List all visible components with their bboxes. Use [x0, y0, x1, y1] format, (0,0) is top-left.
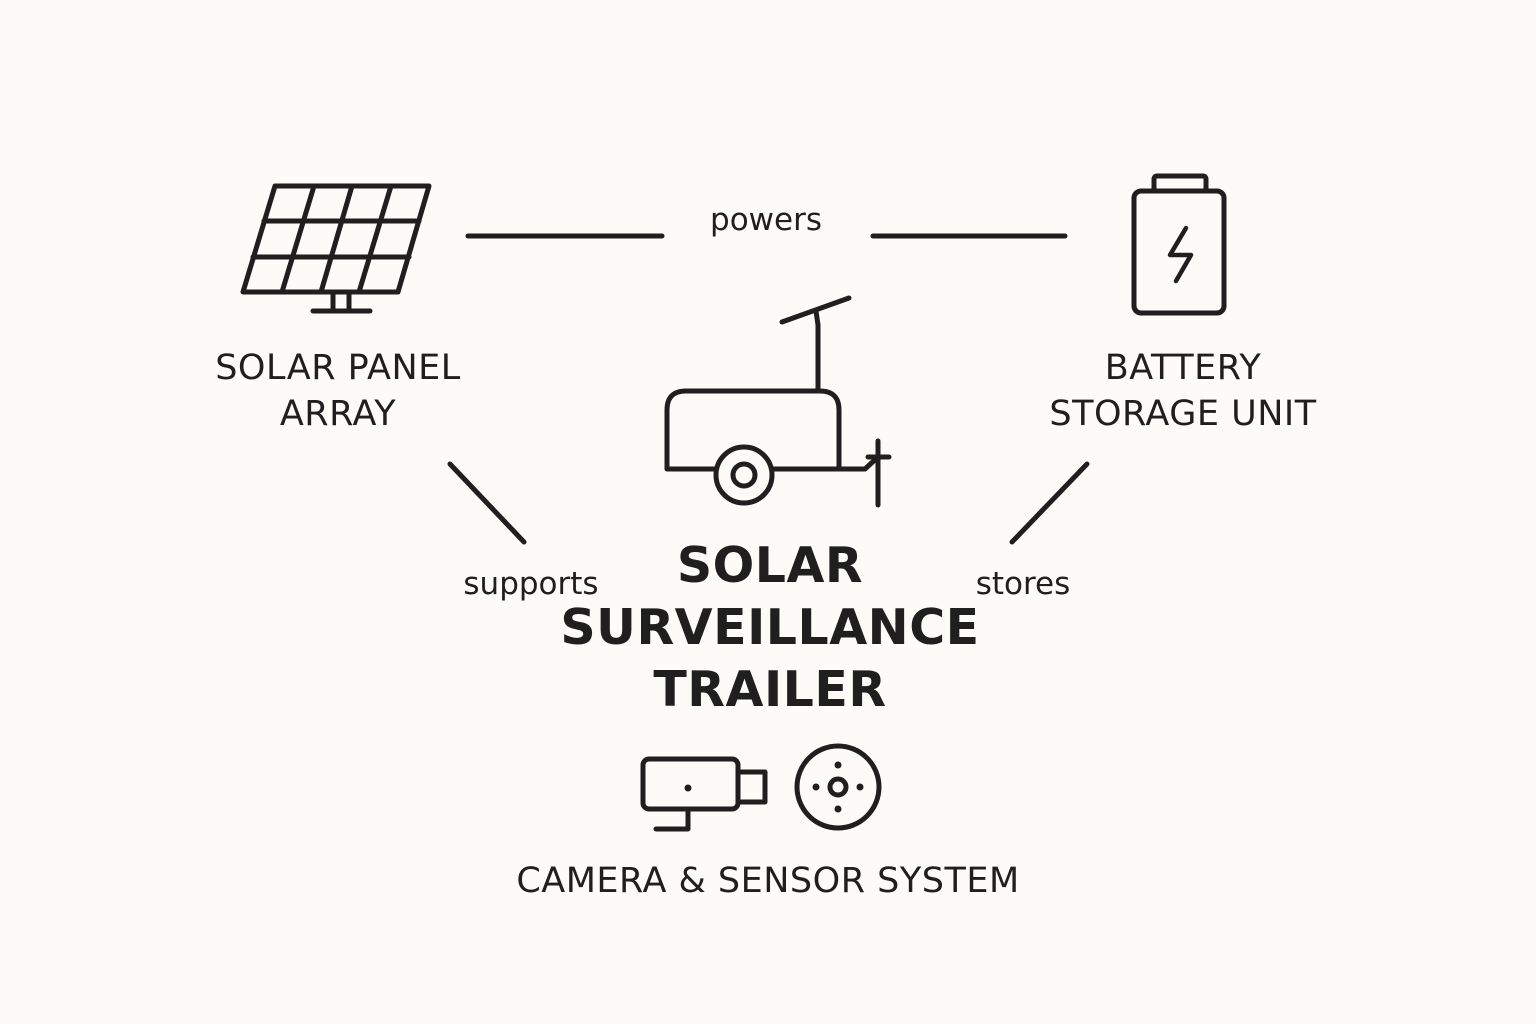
camera-sensor-label: CAMERA & SENSOR SYSTEM	[516, 861, 1020, 901]
battery-label: BATTERY STORAGE UNIT	[1049, 348, 1317, 434]
battery-icon	[1131, 173, 1227, 316]
solar-panel-label: SOLAR PANEL ARRAY	[215, 348, 461, 434]
edge-label-powers: powers	[710, 202, 822, 238]
trailer-icon	[664, 295, 892, 508]
connector-stores	[1009, 461, 1090, 545]
camera-icon	[640, 756, 768, 832]
edge-label-supports: supports	[463, 566, 599, 602]
edge-label-stores: stores	[975, 566, 1071, 602]
sensor-icon	[794, 743, 882, 831]
solar-panel-icon	[240, 183, 432, 314]
connector-supports	[447, 461, 527, 545]
trailer-title: SOLAR SURVEILLANCE TRAILER	[560, 537, 980, 718]
